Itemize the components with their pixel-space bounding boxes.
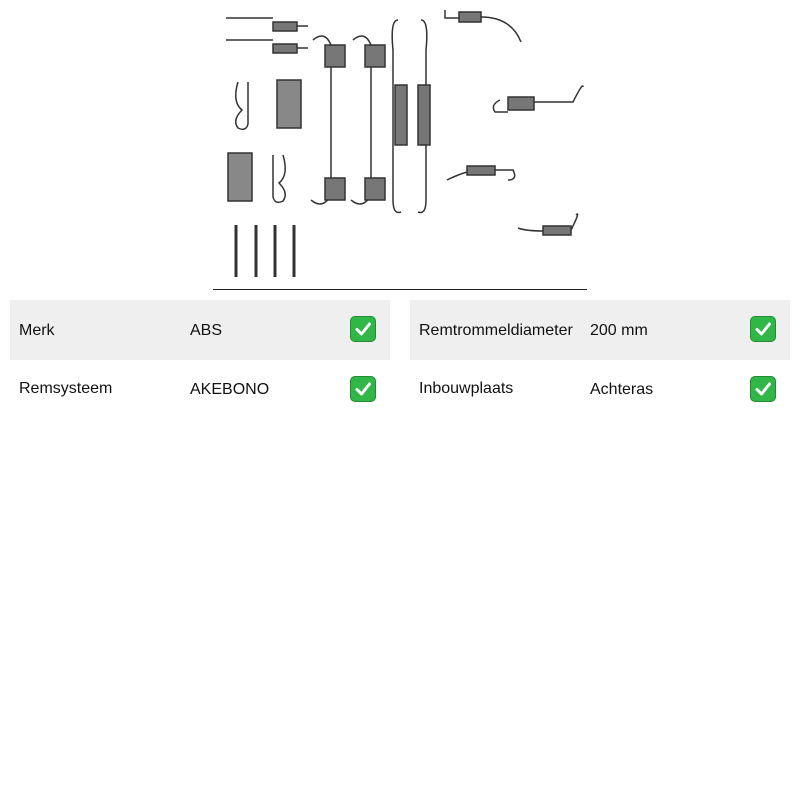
spec-row-merk: Merk ABS <box>10 300 390 360</box>
spec-label: Inbouwplaats <box>419 380 514 397</box>
spec-row-remsysteem: Remsysteem AKEBONO <box>10 360 390 420</box>
spec-value: ABS <box>190 322 223 339</box>
spec-value: Achteras <box>590 381 654 398</box>
spec-label: Remsysteem <box>19 380 113 397</box>
product-image <box>213 0 587 290</box>
check-mark-icon <box>750 376 776 402</box>
spec-label: Merk <box>19 322 55 339</box>
spec-row-inbouwplaats: Inbouwplaats Achteras <box>410 360 790 420</box>
spec-label: Remtrommeldiameter <box>419 322 573 339</box>
check-mark-icon <box>350 376 376 402</box>
spec-table-right: Remtrommeldiameter 200 mm Inbouwplaats A… <box>410 300 790 420</box>
spec-value: AKEBONO <box>190 381 270 398</box>
spec-value: 200 mm <box>590 322 648 339</box>
check-mark-icon <box>350 316 376 342</box>
spec-row-remtrommeldiameter: Remtrommeldiameter 200 mm <box>410 300 790 360</box>
brake-spring-kit-drawing <box>226 10 584 277</box>
spec-table-left: Merk ABS Remsysteem AKEBONO <box>10 300 390 420</box>
check-mark-icon <box>750 316 776 342</box>
